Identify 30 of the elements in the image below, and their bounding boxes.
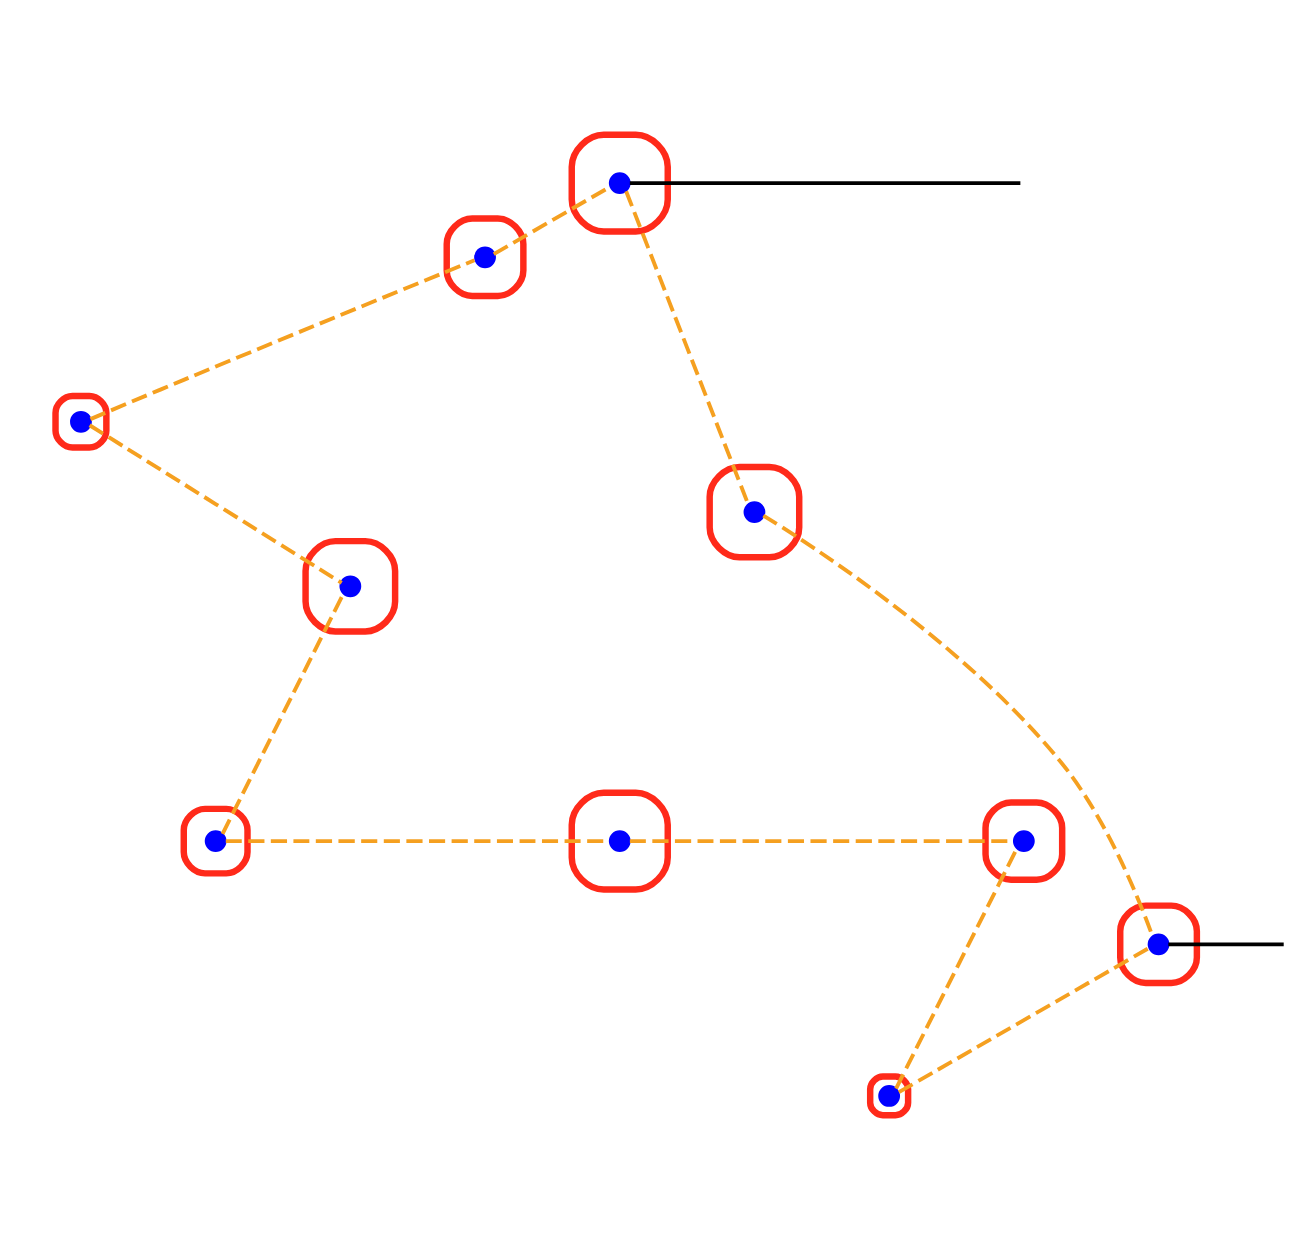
- node-circle: [1012, 829, 1035, 852]
- cluster: [866, 1072, 912, 1118]
- cluster: [568, 130, 671, 234]
- connector: [88, 422, 343, 584]
- cluster: [180, 804, 251, 876]
- cluster: [982, 798, 1066, 883]
- connector: [89, 257, 476, 420]
- cluster: [302, 536, 399, 634]
- cluster: [52, 391, 110, 450]
- connector: [897, 945, 1151, 1093]
- connector: [762, 512, 1155, 937]
- connector: [894, 846, 1019, 1089]
- cluster: [1117, 901, 1201, 986]
- node-circle: [878, 1084, 901, 1106]
- connector: [1168, 941, 1284, 946]
- connector: [624, 189, 750, 504]
- node-circle: [1147, 932, 1170, 955]
- node-circle: [608, 171, 631, 193]
- node-circle: [743, 500, 766, 522]
- node-circle: [70, 409, 92, 432]
- node-circle: [474, 245, 496, 268]
- cluster: [443, 214, 527, 299]
- cluster: [568, 788, 671, 892]
- connector: [629, 180, 1021, 185]
- connector: [492, 184, 611, 255]
- cluster: [706, 462, 803, 560]
- node-circle: [204, 829, 227, 852]
- connector: [220, 591, 346, 834]
- node-circle: [608, 829, 631, 852]
- node-circle: [339, 574, 362, 597]
